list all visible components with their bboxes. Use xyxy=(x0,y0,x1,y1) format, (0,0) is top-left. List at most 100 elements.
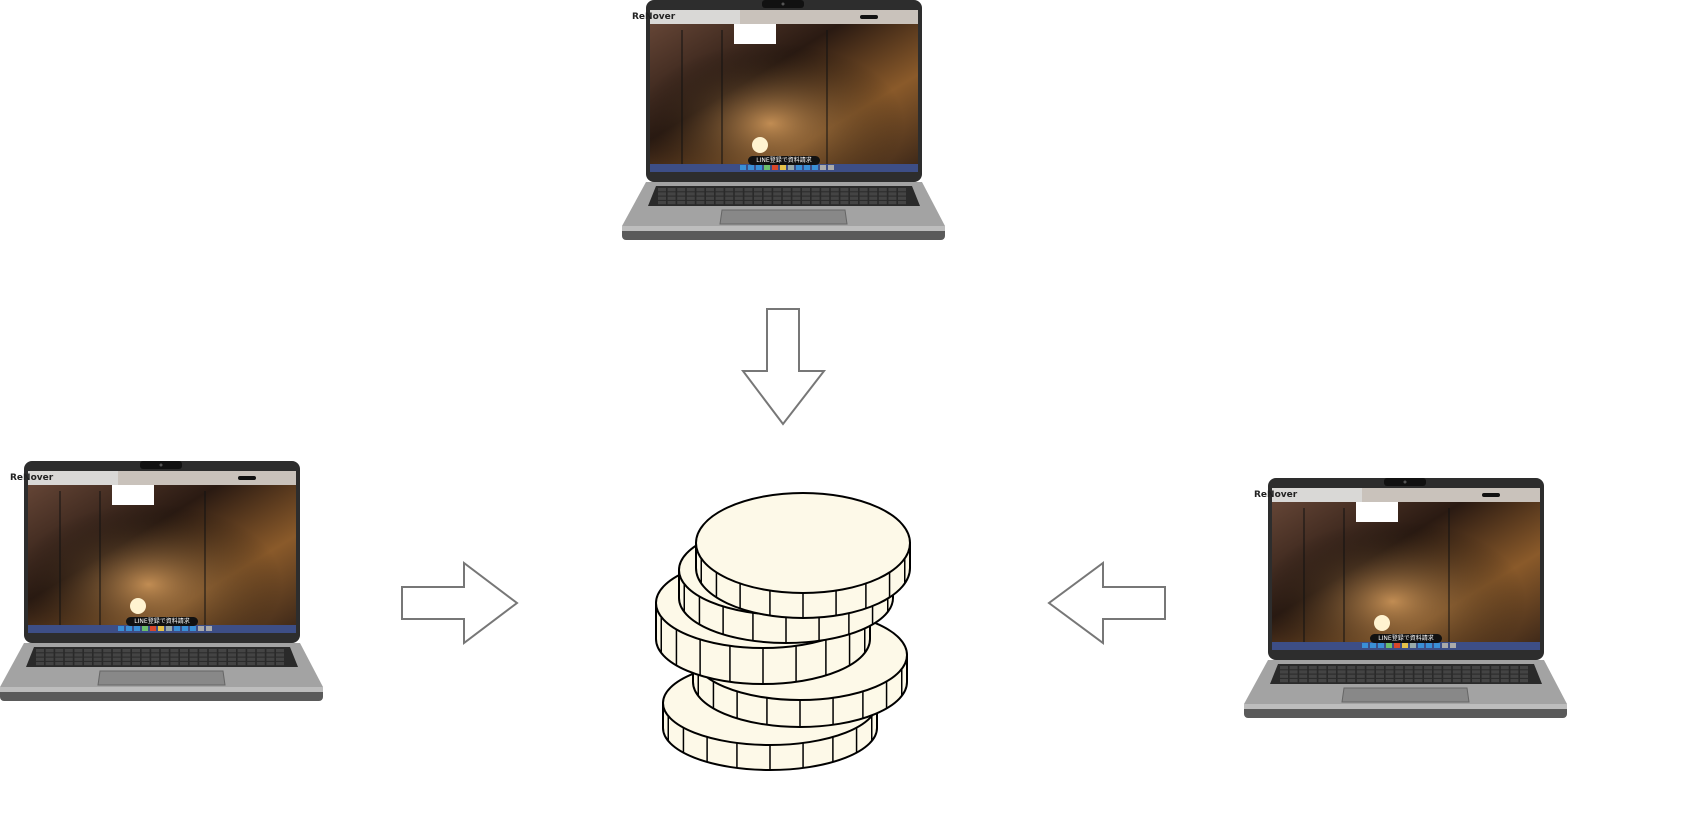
key xyxy=(1520,678,1528,683)
key xyxy=(64,661,73,666)
key xyxy=(93,653,102,657)
key xyxy=(1395,670,1404,674)
key xyxy=(1395,674,1404,678)
key xyxy=(715,196,724,200)
key xyxy=(725,192,734,196)
key xyxy=(696,196,705,200)
key xyxy=(1452,670,1461,674)
key xyxy=(1328,670,1336,674)
key xyxy=(36,661,44,666)
key xyxy=(74,649,83,653)
key xyxy=(180,653,188,657)
key xyxy=(706,200,714,205)
key xyxy=(898,196,906,200)
key xyxy=(715,188,724,192)
key xyxy=(266,649,275,653)
key xyxy=(256,649,265,653)
key xyxy=(228,649,236,653)
key xyxy=(1404,674,1413,678)
key xyxy=(686,192,695,196)
key xyxy=(93,657,102,661)
key xyxy=(869,200,878,205)
key xyxy=(734,192,743,196)
key xyxy=(1462,678,1471,683)
dock-icon xyxy=(812,165,818,170)
key xyxy=(247,661,256,666)
key xyxy=(93,661,102,666)
key xyxy=(122,661,131,666)
dock-icon xyxy=(1434,643,1440,648)
dock-icon xyxy=(182,626,188,631)
key xyxy=(151,653,160,657)
key xyxy=(132,649,140,653)
key xyxy=(1356,670,1365,674)
key xyxy=(1347,670,1356,674)
key xyxy=(122,653,131,657)
key xyxy=(821,196,830,200)
laptop-lid xyxy=(24,461,300,643)
dock-icon xyxy=(772,165,778,170)
dock-icon xyxy=(1426,643,1432,648)
key xyxy=(1328,666,1336,670)
key xyxy=(811,196,820,200)
key xyxy=(103,653,112,657)
key xyxy=(840,192,849,196)
key xyxy=(1414,674,1423,678)
key xyxy=(256,661,265,666)
key xyxy=(811,188,820,192)
key xyxy=(1366,666,1375,670)
key xyxy=(141,661,150,666)
key xyxy=(1337,678,1346,683)
dropdown-menu xyxy=(734,24,776,44)
key xyxy=(706,196,714,200)
key xyxy=(1472,678,1480,683)
key xyxy=(132,661,140,666)
key xyxy=(869,188,878,192)
camera-icon xyxy=(781,2,785,6)
key xyxy=(237,661,246,666)
key xyxy=(1500,674,1509,678)
key xyxy=(811,192,820,196)
key xyxy=(1491,678,1500,683)
key xyxy=(859,196,868,200)
key xyxy=(112,653,121,657)
key xyxy=(1299,678,1308,683)
key xyxy=(830,192,839,196)
key xyxy=(1491,674,1500,678)
dock-icon xyxy=(166,626,172,631)
key xyxy=(888,192,897,196)
key xyxy=(1510,678,1519,683)
lamp xyxy=(752,137,768,153)
key xyxy=(658,200,666,205)
key xyxy=(1289,674,1298,678)
coin-stack xyxy=(655,492,911,771)
dock-icon xyxy=(780,165,786,170)
key xyxy=(782,192,791,196)
key xyxy=(802,192,810,196)
key xyxy=(45,653,54,657)
dropdown-menu xyxy=(112,485,154,505)
key xyxy=(1347,674,1356,678)
dock-icon xyxy=(142,626,148,631)
key xyxy=(170,649,179,653)
key xyxy=(1481,670,1490,674)
key xyxy=(103,657,112,661)
key xyxy=(55,649,64,653)
key xyxy=(1328,674,1336,678)
key xyxy=(1280,678,1288,683)
key xyxy=(792,192,801,196)
key xyxy=(888,200,897,205)
key xyxy=(715,192,724,196)
key xyxy=(1318,670,1327,674)
key xyxy=(141,653,150,657)
key xyxy=(1404,678,1413,683)
key xyxy=(696,188,705,192)
key xyxy=(754,196,762,200)
key xyxy=(84,657,92,661)
key xyxy=(696,192,705,196)
key xyxy=(1308,678,1317,683)
dock-icon xyxy=(150,626,156,631)
key xyxy=(744,188,753,192)
key xyxy=(266,657,275,661)
